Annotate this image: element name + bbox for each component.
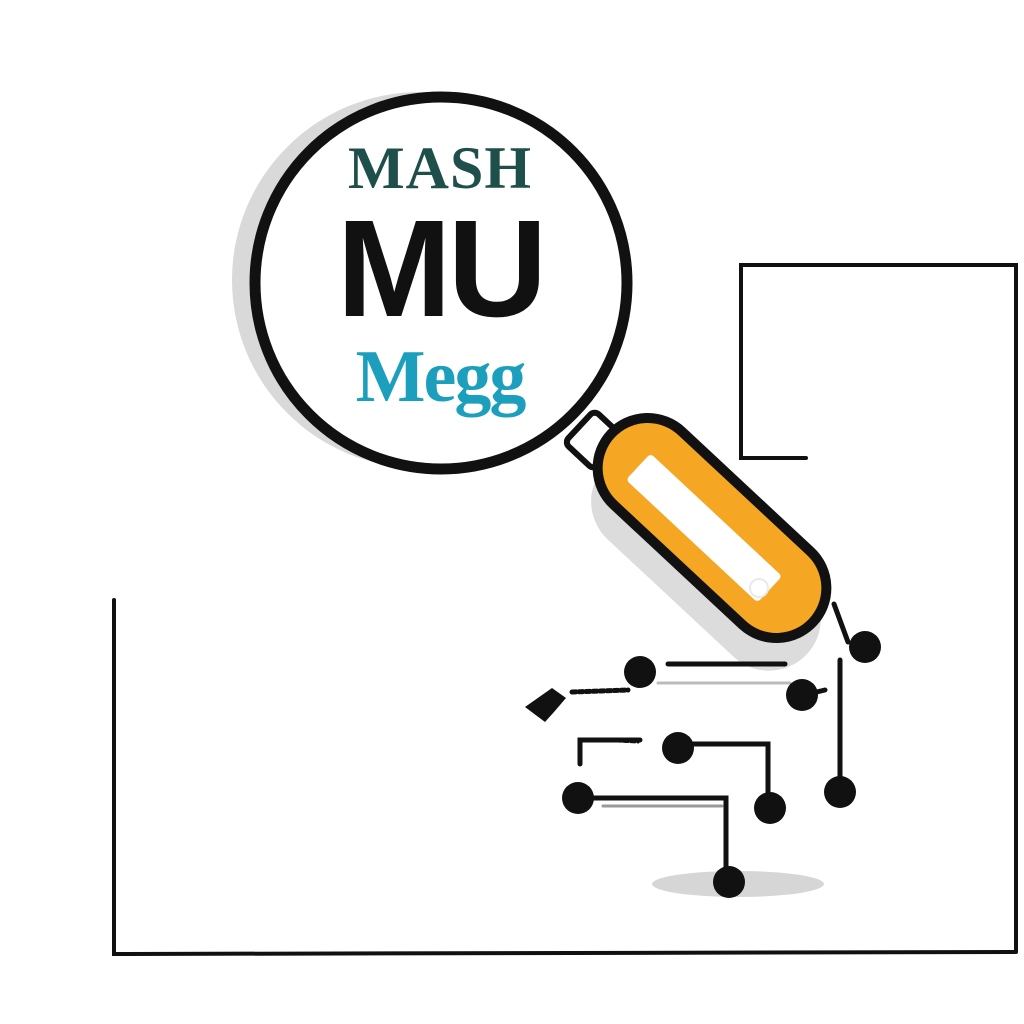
handle-rivet bbox=[749, 578, 769, 598]
circuit-node bbox=[713, 866, 745, 898]
circuit-node bbox=[562, 782, 594, 814]
circuit-wire bbox=[677, 741, 771, 809]
document-frame bbox=[112, 263, 1018, 957]
circuit-wire bbox=[594, 738, 640, 744]
magnifying-glass-icon bbox=[232, 91, 832, 671]
circuit-wire bbox=[831, 601, 851, 645]
circuit-wire bbox=[569, 687, 631, 695]
circuit-node bbox=[624, 656, 656, 688]
circuit-node bbox=[662, 732, 694, 764]
lens-word-middle: MU bbox=[336, 192, 548, 346]
circuit-wire bbox=[577, 795, 729, 885]
circuit-node bbox=[849, 631, 881, 663]
lens bbox=[249, 91, 633, 475]
frame-top-right-corner bbox=[739, 263, 1018, 954]
circuit-nodes bbox=[562, 631, 881, 898]
pointer-cursor-icon bbox=[525, 688, 566, 722]
lens-word-bottom: Megg bbox=[355, 336, 527, 418]
lens-word-top: MASH bbox=[348, 135, 532, 201]
handle-highlight bbox=[627, 455, 781, 601]
circuit-node bbox=[754, 792, 786, 824]
frame-left-edge bbox=[112, 598, 1016, 957]
circuit-node bbox=[786, 679, 818, 711]
circuit-wire bbox=[577, 737, 643, 767]
circuit-node bbox=[824, 776, 856, 808]
